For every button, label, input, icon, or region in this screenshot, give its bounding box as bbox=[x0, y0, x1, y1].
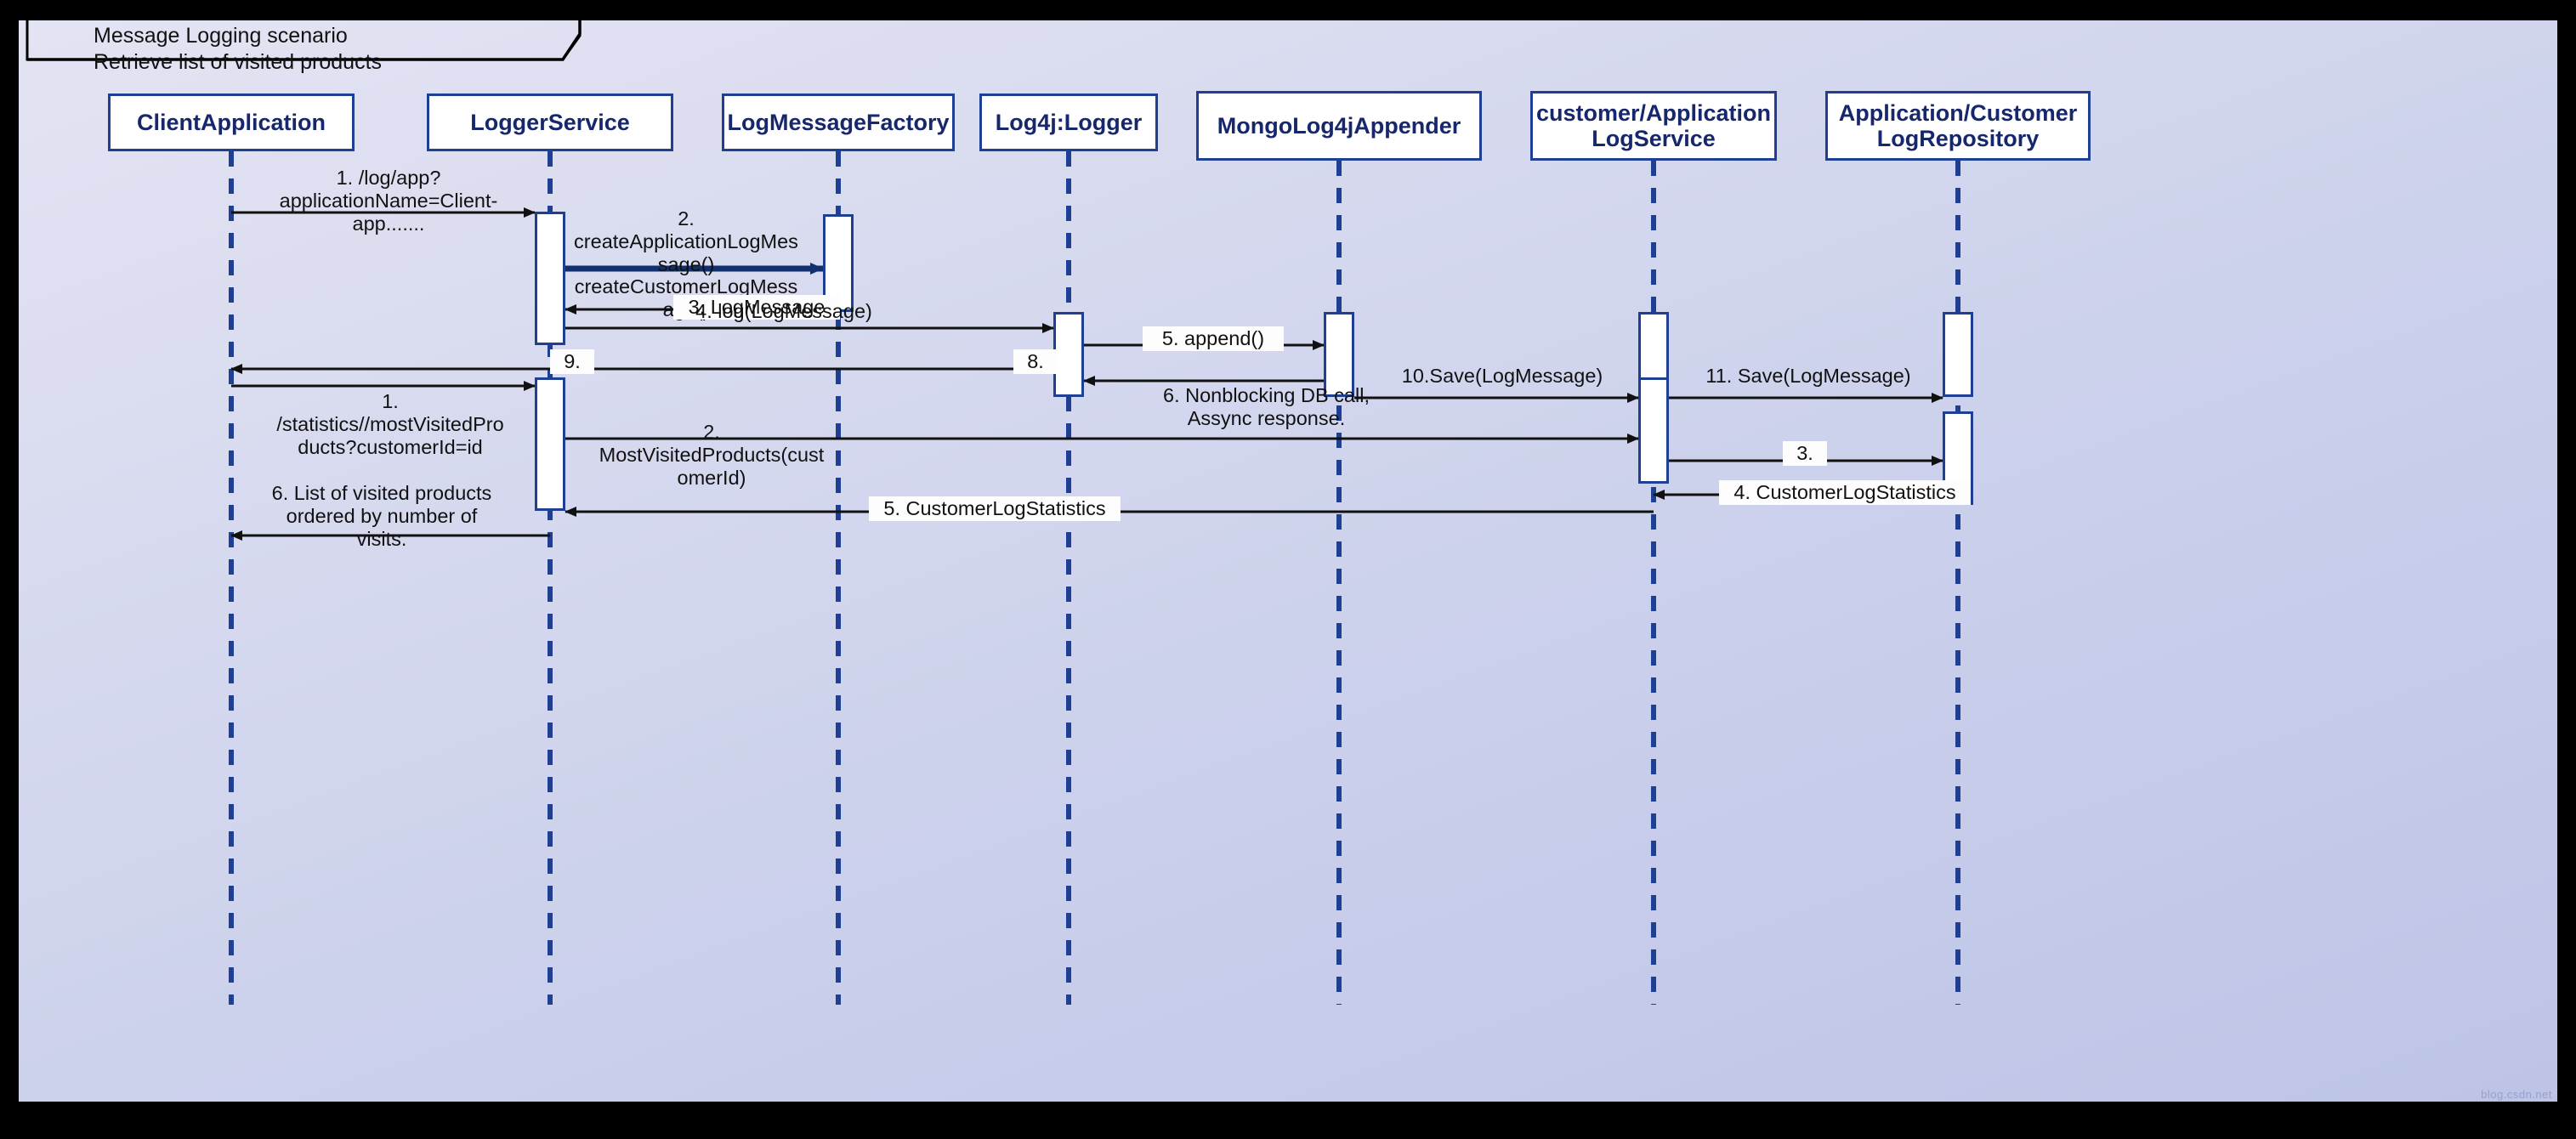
participant-log4j[interactable]: Log4j:Logger bbox=[979, 94, 1158, 151]
message-arrows bbox=[230, 207, 1943, 541]
activation-factory-a1 bbox=[823, 214, 854, 312]
participant-label: MongoLog4jAppender bbox=[1217, 112, 1461, 139]
participant-client[interactable]: ClientApplication bbox=[108, 94, 355, 151]
scenario-frame bbox=[19, 19, 2557, 61]
diagram-vector-layer bbox=[19, 19, 2557, 1005]
lifelines bbox=[229, 151, 1960, 1005]
participant-repository[interactable]: Application/Customer LogRepository bbox=[1825, 91, 2091, 161]
participant-logservice[interactable]: customer/Application LogService bbox=[1530, 91, 1777, 161]
sequence-diagram: Message Logging scenario Retrieve list o… bbox=[19, 19, 2557, 1102]
participant-label: LoggerService bbox=[470, 109, 630, 135]
activation-logservice-a2 bbox=[1638, 377, 1669, 484]
activation-repository-a2 bbox=[1943, 411, 1973, 505]
participant-label: Log4j:Logger bbox=[995, 109, 1143, 135]
activation-repository-a1 bbox=[1943, 312, 1973, 397]
scenario-frame-title: Message Logging scenario Retrieve list o… bbox=[94, 24, 383, 74]
participant-label: ClientApplication bbox=[137, 109, 326, 135]
participant-factory[interactable]: LogMessageFactory bbox=[722, 94, 955, 151]
activation-appender-a1 bbox=[1324, 312, 1354, 397]
watermark: blog.csdn.net bbox=[2481, 1088, 2552, 1101]
participant-label: LogMessageFactory bbox=[727, 109, 950, 135]
participant-label: Application/Customer LogRepository bbox=[1838, 99, 2078, 151]
participant-label: customer/Application LogService bbox=[1535, 99, 1772, 151]
activation-logger-a2 bbox=[535, 377, 565, 511]
participant-appender[interactable]: MongoLog4jAppender bbox=[1196, 91, 1482, 161]
activation-logger-a1 bbox=[535, 212, 565, 345]
activation-log4j-a1 bbox=[1053, 312, 1084, 397]
participant-logger[interactable]: LoggerService bbox=[427, 94, 673, 151]
